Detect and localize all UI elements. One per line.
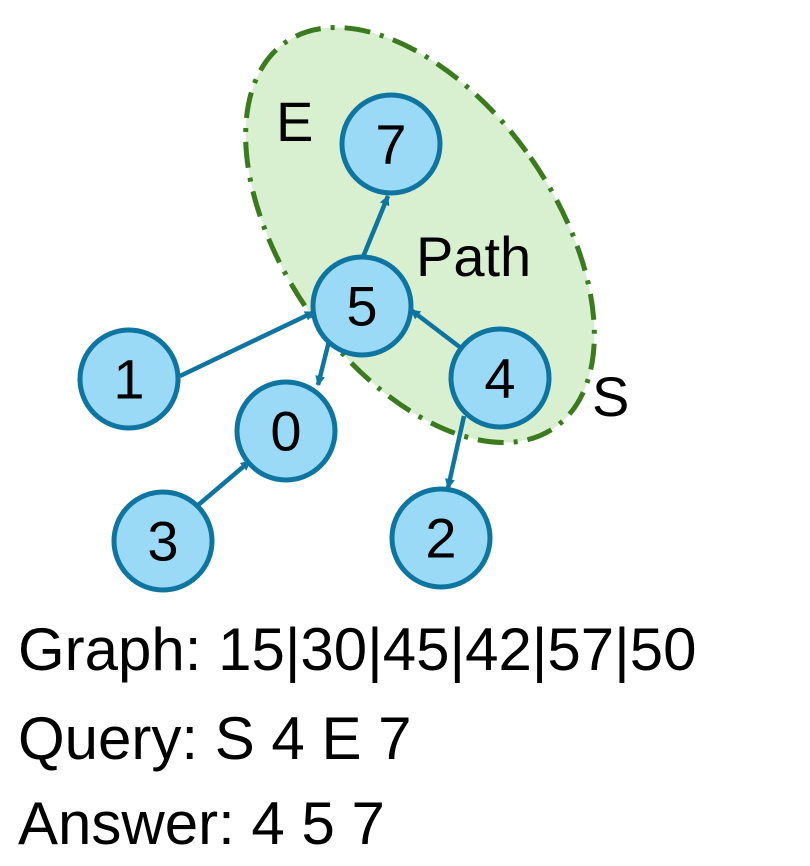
edge-5-to-0 bbox=[315, 340, 332, 386]
edge-5-to-7 bbox=[360, 195, 391, 258]
node-4-circle bbox=[448, 326, 552, 430]
start-label: S bbox=[592, 365, 629, 428]
node-7: 7 bbox=[339, 92, 443, 196]
query-caption: Query: S 4 E 7 bbox=[18, 705, 412, 772]
node-3-label: 3 bbox=[147, 510, 178, 573]
edge-4-to-2 bbox=[445, 415, 467, 489]
answer-caption: Answer: 4 5 7 bbox=[18, 790, 385, 857]
edge-4-to-5 bbox=[409, 308, 463, 350]
node-3-circle bbox=[111, 489, 215, 593]
edge-1-to-5 bbox=[179, 309, 315, 379]
end-label: E bbox=[276, 90, 313, 153]
node-1-label: 1 bbox=[113, 348, 144, 411]
node-5-label: 5 bbox=[346, 275, 377, 338]
node-4: 4 bbox=[448, 326, 552, 430]
edge-layer bbox=[179, 195, 467, 508]
node-2-label: 2 bbox=[425, 507, 456, 570]
node-2: 2 bbox=[389, 486, 493, 590]
node-7-circle bbox=[339, 92, 443, 196]
path-label: Path bbox=[416, 225, 531, 288]
node-0-label: 0 bbox=[270, 400, 301, 463]
node-7-label: 7 bbox=[375, 113, 406, 176]
node-5: 5 bbox=[310, 254, 414, 358]
node-0-circle bbox=[234, 379, 338, 483]
graph-caption: Graph: 15|30|45|42|57|50 bbox=[18, 616, 697, 683]
node-2-circle bbox=[389, 486, 493, 590]
graph-diagram: E Path S 7 5 1 4 0 3 2 bbox=[77, 25, 629, 593]
node-1: 1 bbox=[77, 327, 181, 431]
node-3: 3 bbox=[111, 489, 215, 593]
node-1-circle bbox=[77, 327, 181, 431]
node-0: 0 bbox=[234, 379, 338, 483]
node-4-label: 4 bbox=[484, 347, 515, 410]
edge-3-to-0 bbox=[195, 459, 252, 508]
node-5-circle bbox=[310, 254, 414, 358]
